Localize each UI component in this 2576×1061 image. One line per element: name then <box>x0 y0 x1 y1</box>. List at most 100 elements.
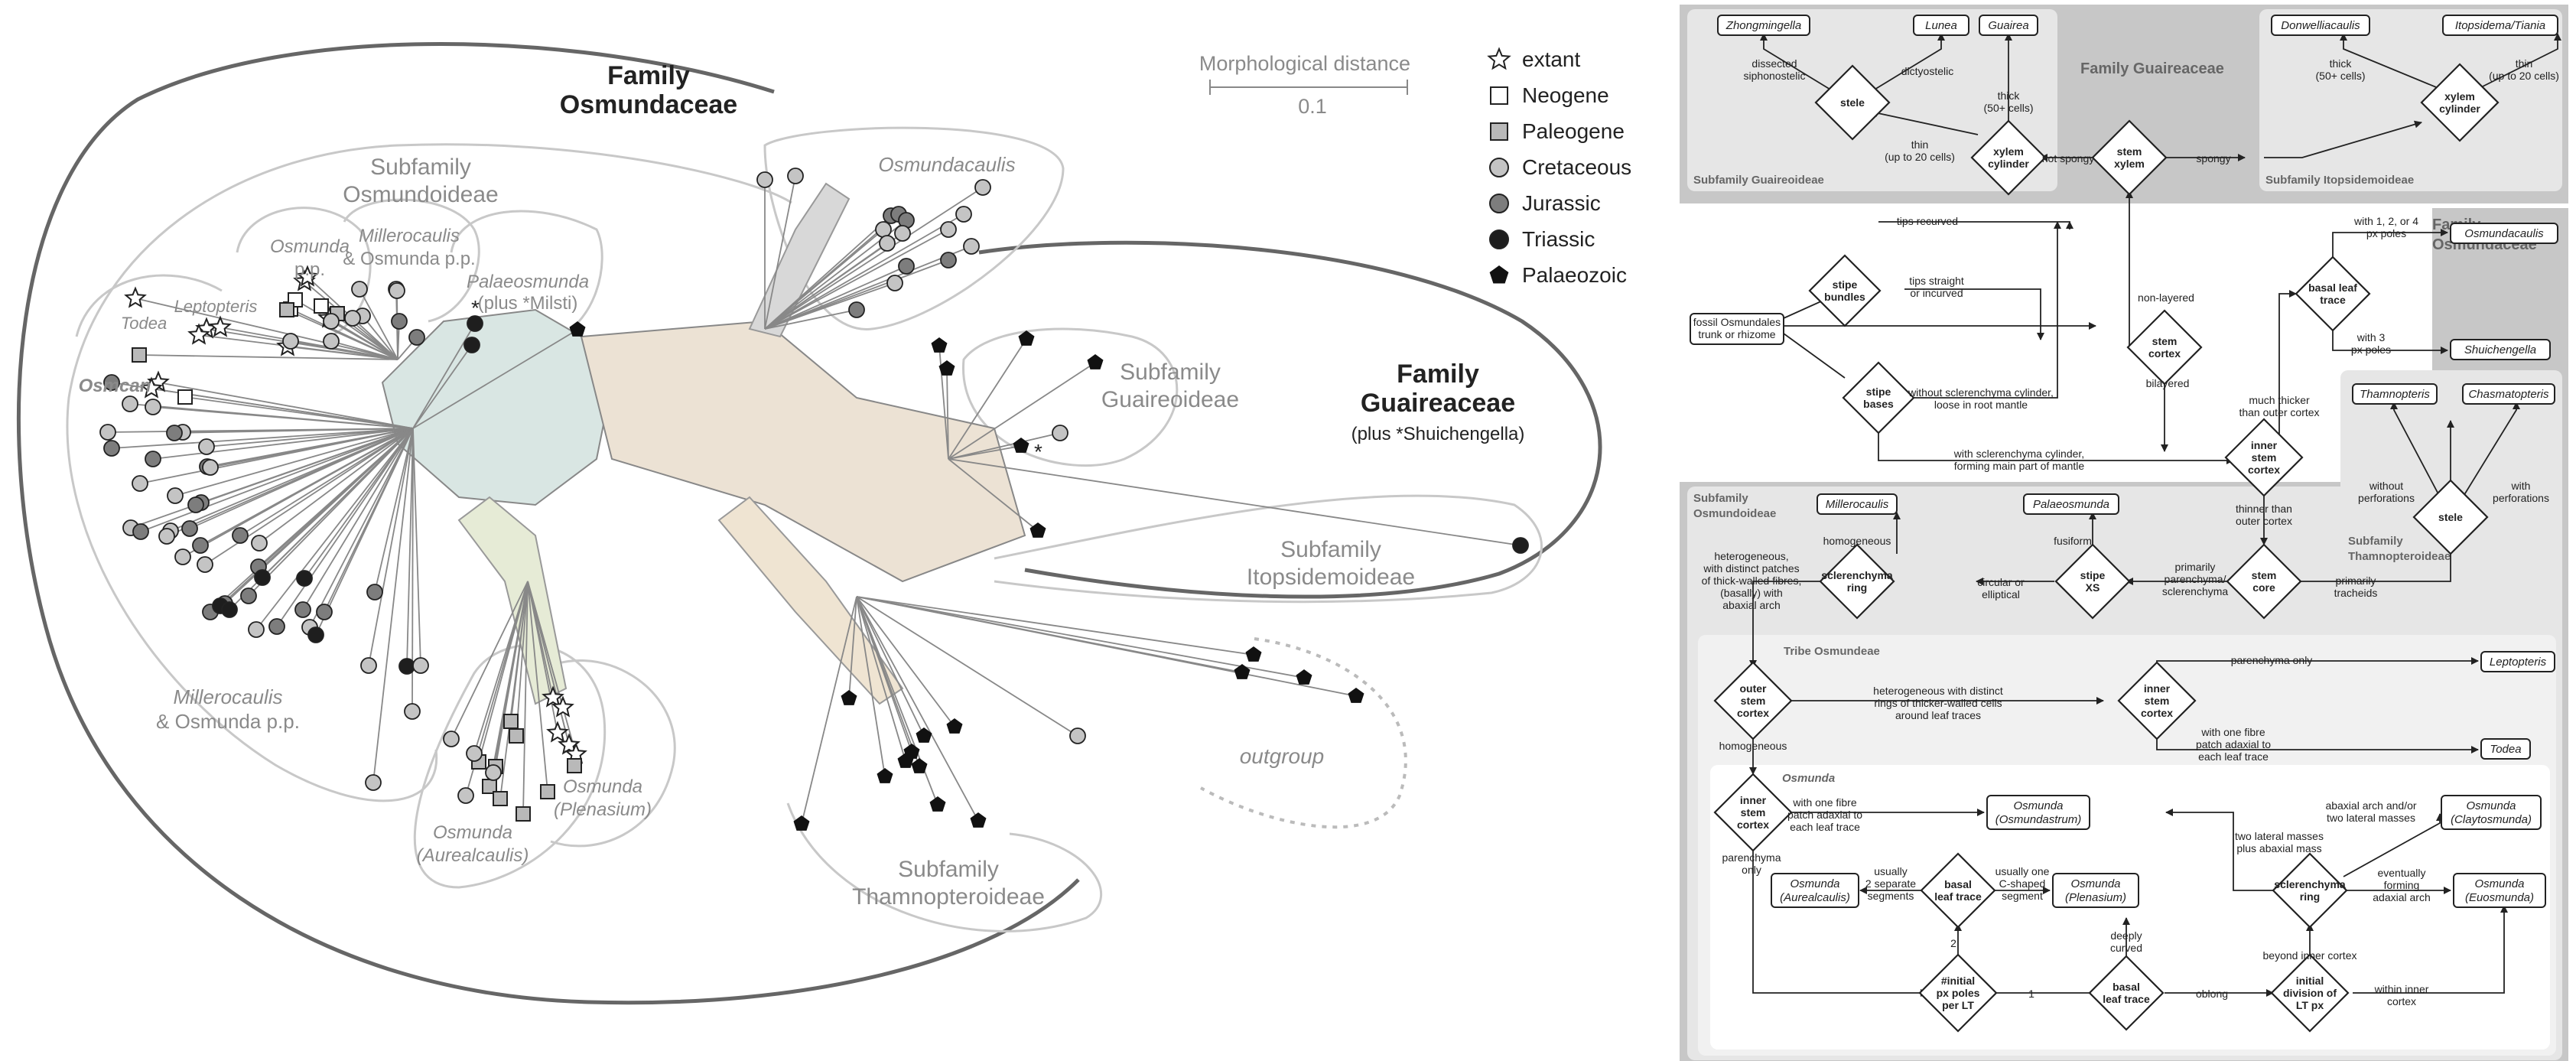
taxon-marker <box>886 275 903 291</box>
network-edge <box>856 596 1078 737</box>
taxon-marker <box>412 657 429 674</box>
taxon-box-palaeosmunda <box>2023 493 2119 515</box>
edge-homogeneous: homogeneous <box>1823 535 1891 547</box>
taxon-marker <box>1296 669 1312 685</box>
edge-thick-i: thick(50+ cells) <box>2316 57 2366 82</box>
taxon-marker <box>911 758 928 773</box>
network-edge <box>359 288 398 360</box>
guaireaceae-note: (plus *Shuichengella) <box>1351 424 1525 444</box>
network-edge <box>499 581 529 799</box>
taxon-marker <box>316 604 333 620</box>
taxon-marker <box>192 537 209 554</box>
taxon-box-plenasium <box>2052 873 2139 908</box>
network-edge <box>286 309 398 360</box>
network-edge <box>330 340 398 360</box>
edge-bilayered: bilayered <box>2146 377 2190 389</box>
clade-millerocaulis-bottom-label: Millerocaulis& Osmunda p.p. <box>156 685 300 733</box>
decision-xylem-cyl-i <box>2420 63 2500 142</box>
taxon-marker <box>404 703 421 720</box>
taxon-marker <box>166 425 183 441</box>
network-edge <box>856 596 938 806</box>
clade-osmundacaulis-label: Osmundacaulis <box>878 153 1015 176</box>
taxon-marker <box>221 601 238 618</box>
decision-stele-g <box>1814 64 1891 141</box>
network-edge <box>138 354 398 360</box>
taxon-marker <box>793 815 810 831</box>
decision-initial-div <box>2270 953 2350 1033</box>
taxon-claytosmunda: Osmunda(Claytosmunda) <box>2451 799 2532 826</box>
taxon-marker <box>1234 664 1251 679</box>
taxon-marker <box>145 451 161 467</box>
taxon-marker <box>974 179 991 196</box>
taxon-marker <box>569 321 586 337</box>
taxon-marker <box>167 487 184 504</box>
panel-tribe-title: Tribe Osmundeae <box>1784 645 1880 658</box>
taxon-marker <box>897 753 914 768</box>
legend-marker-paleogene <box>1490 122 1508 141</box>
taxon-marker <box>99 424 116 441</box>
taxon-lunea: Lunea <box>1925 19 1957 32</box>
taxon-marker <box>946 718 963 734</box>
taxon-marker <box>516 806 531 822</box>
edge-thick-g: thick(50+ cells) <box>1984 90 2034 114</box>
guaireaceae-boundary <box>978 240 1602 599</box>
taxon-marker <box>187 323 210 345</box>
edge-fusiform: fusiform <box>2054 535 2092 547</box>
taxon-marker <box>158 528 175 545</box>
taxon-marker <box>1013 438 1029 453</box>
taxon-marker <box>279 302 294 317</box>
taxon-marker <box>443 731 460 747</box>
taxon-marker <box>360 657 377 674</box>
decision-sclerenchyma-ring <box>1819 543 1895 620</box>
panel-osmunda-title: Osmunda <box>1782 772 1835 785</box>
decision-basal-lt-mid <box>1920 852 1996 929</box>
palaeosmunda-outline <box>450 210 603 346</box>
taxon-marker <box>391 313 408 330</box>
taxon-marker <box>940 221 957 238</box>
network-edge <box>259 428 414 544</box>
plenasium-outline <box>535 659 676 848</box>
legend-label-jurassic: Jurassic <box>1522 191 1601 215</box>
panel-sub-itopsidemoideae <box>2259 9 2562 191</box>
taxon-box-osmundastrum <box>1986 795 2090 830</box>
taxon-marker <box>181 520 198 537</box>
decision-stele-t <box>2412 479 2489 555</box>
clade-aurealcaulis-label: Osmunda(Aurealcaulis) <box>417 822 529 866</box>
legend: extantNeogenePaleogeneCretaceousJurassic… <box>1487 47 1631 287</box>
start-box <box>1690 313 1784 345</box>
network-edge <box>764 213 964 330</box>
asterisk-palaeosmunda: * <box>471 296 480 320</box>
taxon-marker <box>103 440 120 457</box>
taxon-donwelliacaulis: Donwelliacaulis <box>2281 19 2360 32</box>
taxon-marker <box>140 376 163 399</box>
taxon-marker <box>940 252 957 269</box>
taxon-osmundastrum: Osmunda(Osmundastrum) <box>1995 799 2082 826</box>
taxon-euosmunda: Osmunda(Euosmunda) <box>2465 877 2534 904</box>
decision-stem-core <box>2226 543 2302 620</box>
taxon-marker <box>877 768 893 783</box>
taxon-marker <box>929 796 946 812</box>
taxon-marker <box>177 389 193 405</box>
network-edge <box>856 596 906 762</box>
edge-thin-i: thin(up to 20 cells) <box>2489 57 2559 82</box>
taxon-box-millerocaulis <box>1817 493 1898 515</box>
edge-one: 1 <box>2028 988 2034 1000</box>
edge-not-spongy: not spongy <box>2042 152 2095 164</box>
taxon-itopsidema: Itopsidema/Tiania <box>2455 19 2545 32</box>
legend-label-paleogene: Paleogene <box>1522 119 1625 143</box>
network-edge <box>856 596 1357 697</box>
taxon-marker <box>145 399 161 415</box>
taxon-marker <box>344 310 361 327</box>
clade-todea-label: Todea <box>121 314 167 333</box>
network-edge <box>493 581 529 773</box>
